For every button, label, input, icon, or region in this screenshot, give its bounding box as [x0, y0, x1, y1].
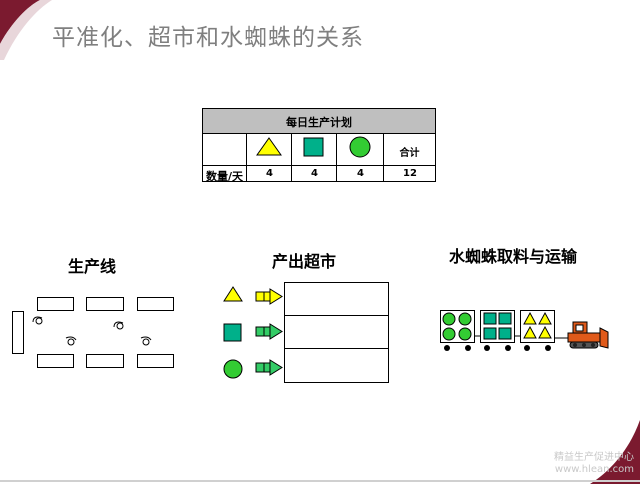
triangle-icon	[223, 286, 243, 302]
production-line-title: 生产线	[68, 257, 117, 276]
workstation	[137, 297, 174, 311]
workstation	[137, 354, 174, 368]
workstation	[86, 354, 124, 368]
production-line-diagram	[12, 297, 174, 368]
quantity-triangle: 4	[266, 168, 273, 179]
watermark-line1: 精益生产促进中心	[554, 452, 634, 463]
workstation	[37, 354, 74, 368]
operator-icon	[32, 316, 152, 346]
corner-decoration-bottom	[590, 420, 640, 484]
side-station	[12, 311, 24, 354]
plan-table: 每日生产计划 合计 数量/天 4 4 4 12	[202, 108, 436, 183]
watermark-line2: www.hlean.com	[554, 464, 634, 475]
watermark: 精益生产促进中心 www.hlean.com	[554, 452, 634, 476]
quantity-total: 12	[403, 168, 417, 179]
plan-table-header: 每日生产计划	[286, 116, 352, 129]
water-spider-train	[440, 310, 609, 351]
cart-squares	[480, 310, 515, 351]
plan-table-grid	[202, 108, 436, 182]
supermarket-title: 产出超市	[272, 252, 337, 271]
tractor-icon	[567, 321, 609, 349]
triangle-icon	[256, 137, 282, 156]
flow-arrow-icon	[255, 288, 283, 305]
supermarket-diagram	[223, 282, 389, 383]
circle-icon	[223, 359, 243, 379]
circle-icon	[349, 136, 371, 158]
page-title: 平准化、超市和水蜘蛛的关系	[52, 25, 364, 51]
cart-circles	[440, 310, 475, 351]
water-spider-title: 水蜘蛛取料与运输	[449, 247, 578, 266]
bottom-rule	[0, 480, 640, 482]
corner-decoration-top	[0, 0, 52, 60]
quantity-square: 4	[311, 168, 318, 179]
total-label: 合计	[399, 148, 420, 159]
square-icon	[223, 323, 242, 342]
quantity-row-label: 数量/天	[205, 170, 244, 183]
flow-arrow-icon	[255, 323, 283, 340]
supermarket-rack	[284, 282, 389, 383]
workstation	[37, 297, 74, 311]
flow-arrow-icon	[255, 359, 283, 376]
cart-triangles	[520, 310, 555, 351]
square-icon	[303, 137, 324, 157]
workstation	[86, 297, 124, 311]
quantity-circle: 4	[357, 168, 364, 179]
